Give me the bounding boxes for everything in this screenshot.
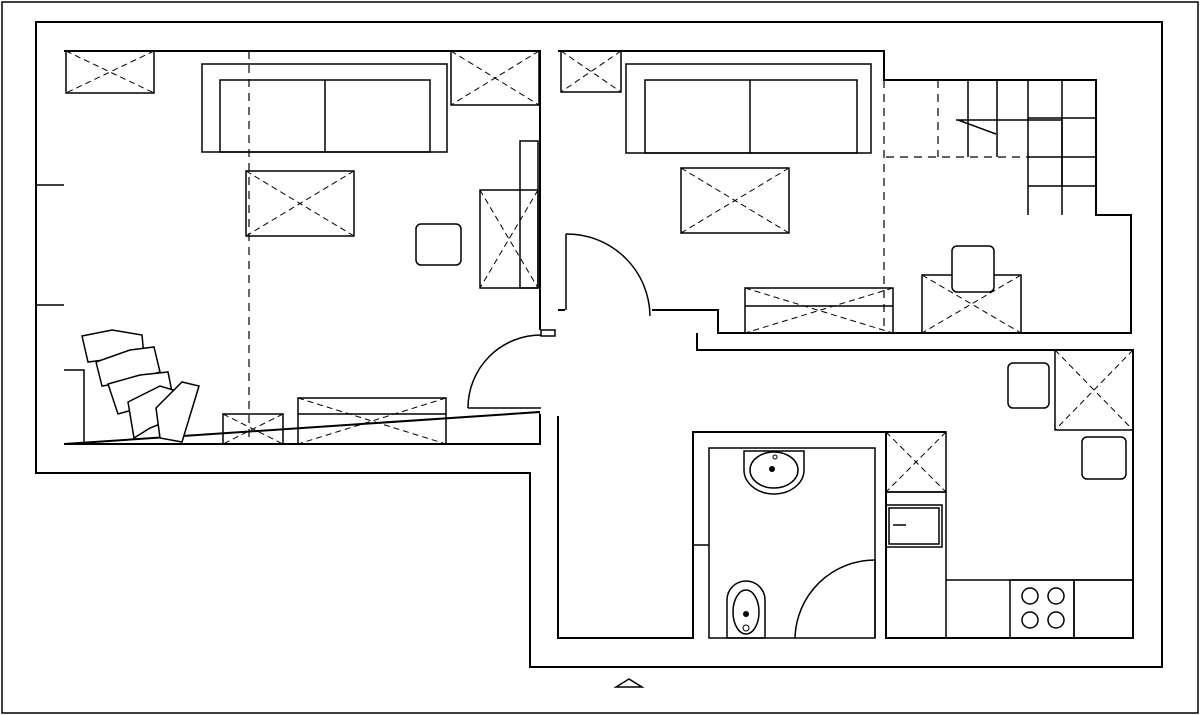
staircase: [956, 80, 1096, 215]
cabinet-topright: [450, 50, 540, 106]
bathroom-sink: [743, 450, 805, 495]
kitchen-cabinet-tall: [885, 431, 947, 493]
window-left: [36, 184, 85, 444]
outer-wall: [35, 21, 1163, 668]
cabinet-topleft: [65, 50, 155, 94]
toilet: [726, 580, 766, 639]
sofa-bedroom: [625, 63, 872, 154]
door-bedroom[interactable]: [565, 233, 651, 317]
bedroom-wall: [558, 50, 1132, 334]
door-living-room[interactable]: [467, 329, 558, 414]
chair-hall: [1007, 362, 1050, 409]
nightstand-left: [222, 413, 284, 445]
cushion-pile: [81, 329, 200, 443]
tv-cabinet-left: [479, 140, 539, 289]
stair-zone-line: [886, 80, 1028, 158]
desk-chair: [951, 245, 995, 293]
door-bathroom[interactable]: [794, 559, 876, 639]
coffee-table-left: [245, 170, 355, 237]
cabinet-bedroom: [560, 50, 622, 93]
triangle-icon: [613, 678, 645, 688]
bed-bedroom: [744, 287, 894, 334]
armchair-left: [415, 223, 462, 266]
coffee-table-bedroom: [680, 167, 790, 234]
bed-left: [297, 397, 447, 445]
cabinet-hall: [1054, 349, 1134, 431]
stove: [1009, 579, 1134, 639]
stool-kitchen: [1081, 436, 1127, 480]
sofa-left: [201, 63, 448, 153]
bathroom-wall: [708, 447, 876, 639]
hall-kitchen-wall: [557, 333, 1134, 639]
